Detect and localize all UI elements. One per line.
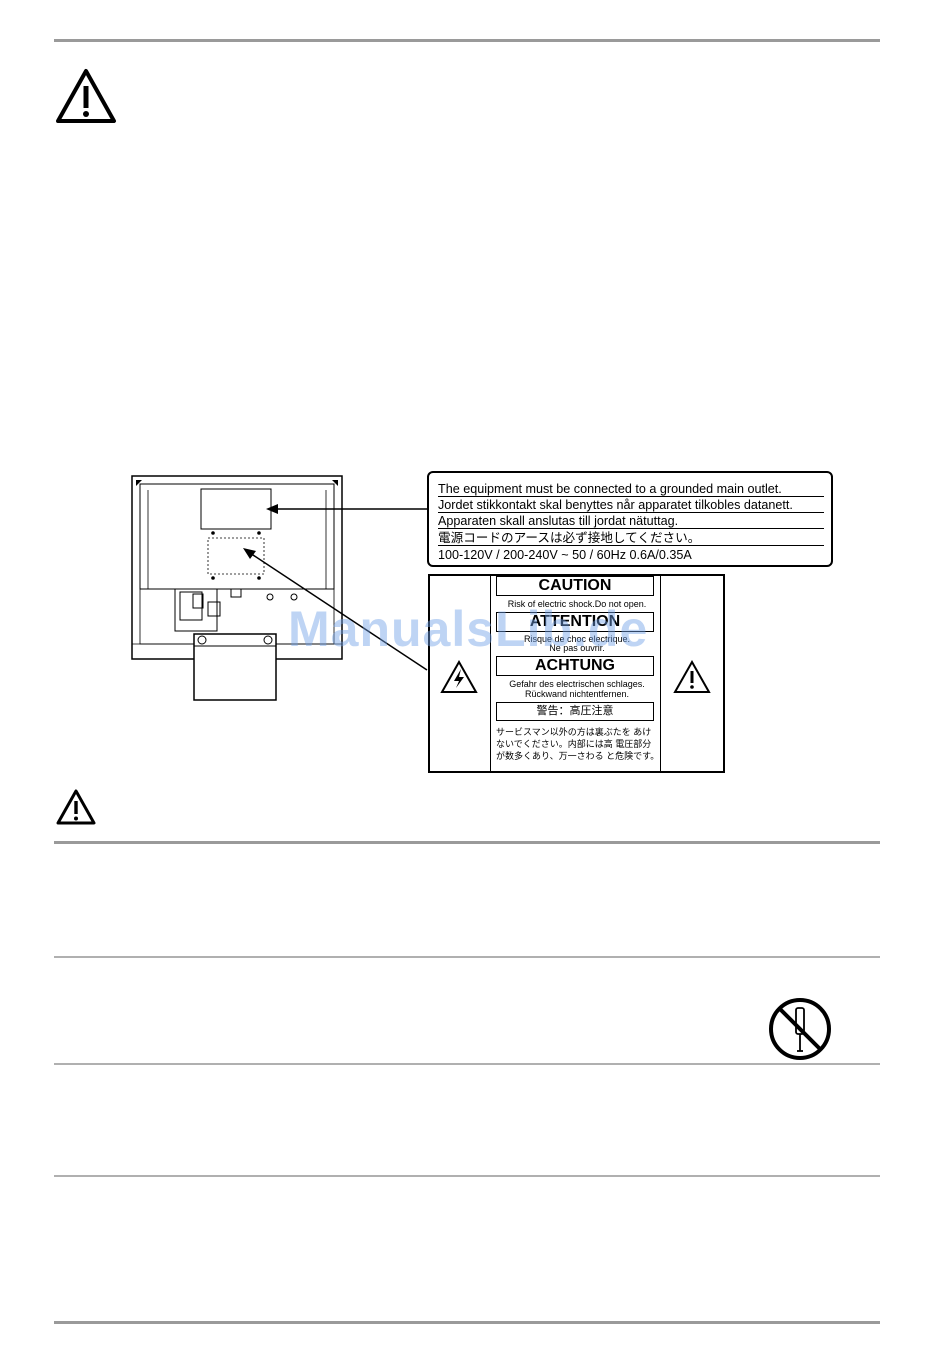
section-rule: [54, 841, 880, 844]
attention-heading: ATTENTION: [496, 612, 654, 632]
attention-subtext: Ne pas ouvrir.: [549, 643, 605, 653]
label-line: Jordet stikkontakt skal benyttes når app…: [438, 498, 824, 513]
achtung-heading: ACHTUNG: [496, 656, 654, 676]
attention-subtext: Risque de choc electrique.: [523, 634, 631, 644]
achtung-subtext: Gefahr des electrischen schlages.: [509, 679, 645, 689]
monitor-rear-illustration: [130, 474, 345, 702]
watermark: ManualsLib.de: [288, 601, 649, 657]
ground-label-plate: The equipment must be connected to a gro…: [427, 471, 833, 567]
no-disassembly-icon: [767, 996, 833, 1062]
right-column: [660, 576, 723, 771]
caution-label: CAUTION Risk of electric shock.Do not op…: [428, 574, 725, 773]
label-line: 100-120V / 200-240V ~ 50 / 60Hz 0.6A/0.3…: [438, 548, 692, 562]
label-line: The equipment must be connected to a gro…: [438, 482, 824, 497]
section-rule: [54, 1063, 880, 1065]
label-line: 電源コードのアースは必ず接地してください。: [438, 531, 824, 546]
lightning-triangle-icon: [440, 660, 478, 694]
left-column: [430, 576, 491, 771]
achtung-subtext: Rückwand nichtentfernen.: [524, 689, 630, 699]
label-pointer-arrows: [243, 504, 428, 671]
bottom-rule: [54, 1321, 880, 1324]
section-rule: [54, 956, 880, 958]
caution-heading: CAUTION: [496, 576, 654, 596]
keikoku-heading: 警告：高圧注意: [496, 702, 654, 721]
label-line: Apparaten skall anslutas till jordat nät…: [438, 514, 824, 529]
warning-triangle-icon: [673, 660, 711, 694]
caution-subtext: Risk of electric shock.Do not open.: [507, 599, 647, 609]
warning-triangle-icon: [55, 68, 117, 124]
japanese-note: サービスマン以外の方は裏ぶたを あけないでください。内部には高 電圧部分が数多く…: [496, 727, 660, 761]
warning-triangle-icon: [55, 788, 97, 826]
top-rule: [54, 39, 880, 42]
section-rule: [54, 1175, 880, 1177]
